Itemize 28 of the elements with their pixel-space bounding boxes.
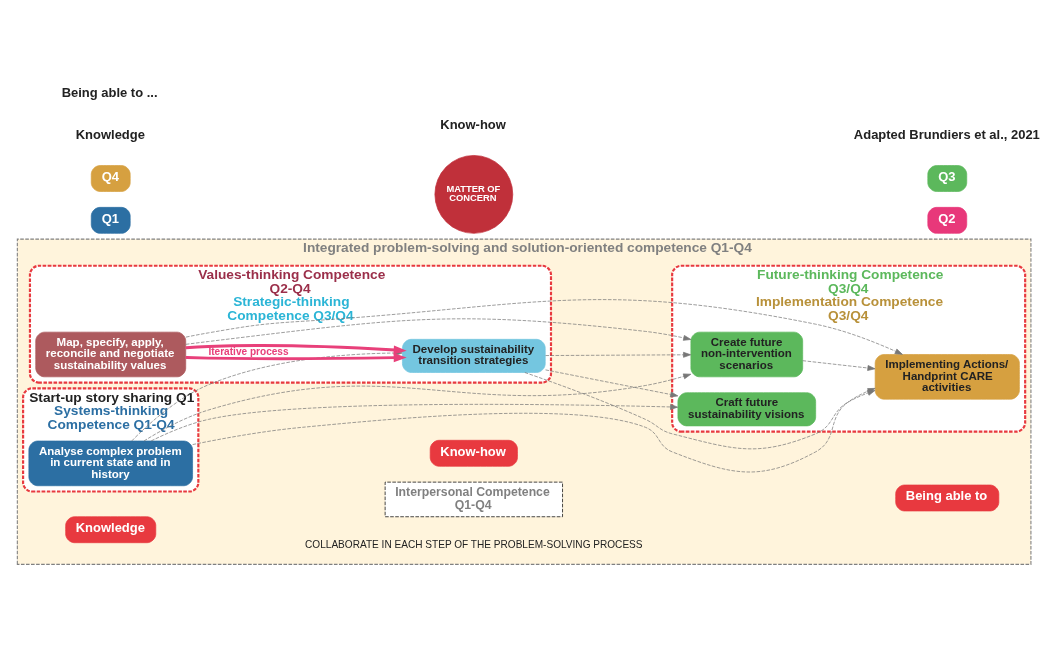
node-box: Craft future sustainability visions	[677, 391, 816, 426]
node-circle: MATTER OF CONCERN	[434, 154, 514, 234]
label: Being able to ...	[61, 84, 158, 100]
arrow	[150, 403, 679, 441]
node-box: Q4	[90, 164, 131, 192]
node-box: Analyse complex problem in current state and in history	[28, 440, 193, 486]
node-box: Map, specify, apply, reconcile and negotiate sustainability values	[35, 331, 187, 377]
arrow	[545, 351, 692, 358]
label: Know-how	[440, 116, 506, 132]
arrow	[802, 359, 876, 371]
label: COLLABORATE IN EACH STEP OF THE PROBLEM-SOLVING PROCESS	[305, 538, 643, 550]
arrow	[545, 369, 679, 397]
label: Knowledge	[75, 126, 145, 142]
node-box: Interpersonal Competence Q1-Q4	[384, 481, 563, 517]
node-box: Implementing Actions/ Handprint CARE activities	[874, 353, 1020, 400]
node-box: Knowledge	[65, 515, 157, 543]
label: Adapted Brundiers et al., 2021	[853, 126, 1040, 142]
node-box: Q1	[90, 206, 131, 234]
arrow	[185, 352, 407, 362]
node-box: Being able to	[895, 484, 1000, 511]
arrow	[185, 317, 692, 345]
node-box: Develop sustainability transition strategies	[402, 338, 546, 373]
arrow	[143, 373, 692, 441]
node-box: Q3	[927, 164, 968, 192]
node-box: Q2	[927, 206, 968, 234]
edge-label: Iterative process	[208, 345, 289, 357]
node-box: Create future non-intervention scenarios	[690, 331, 804, 377]
node-box: Know-how	[429, 439, 518, 467]
